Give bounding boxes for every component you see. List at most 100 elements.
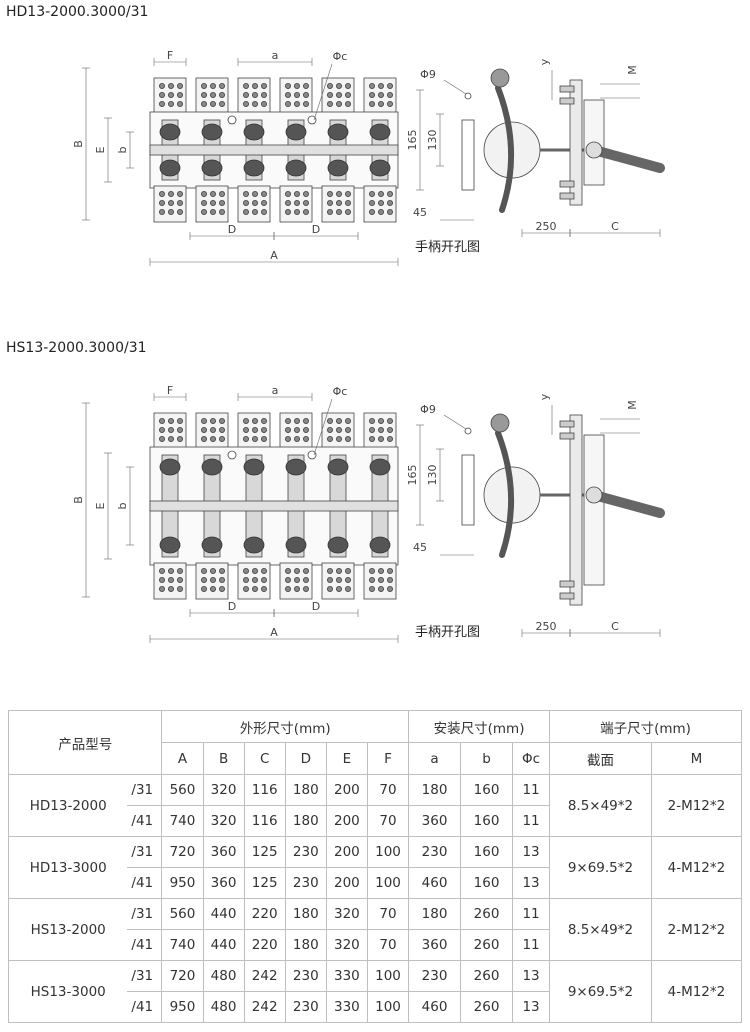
value-cell: 116: [243, 805, 286, 837]
terminal-hole: [176, 83, 183, 90]
terminal-section: 8.5×49*2: [549, 774, 652, 837]
dim-C: C: [611, 620, 619, 633]
terminal-hole: [377, 199, 384, 206]
terminal-hole: [302, 576, 309, 583]
value-cell: 70: [366, 774, 410, 806]
value-cell: 360: [202, 867, 245, 899]
terminal-hole: [326, 92, 333, 99]
terminal-side: [559, 180, 575, 188]
terminal-hole: [251, 567, 258, 574]
handle-pivot: [585, 486, 603, 504]
terminal-hole: [293, 199, 300, 206]
terminal-hole: [368, 585, 375, 592]
value-cell: 360: [408, 929, 462, 961]
dim-M: M: [626, 65, 639, 75]
value-cell: 100: [366, 867, 410, 899]
value-cell: 160: [460, 805, 514, 837]
terminal-hole: [158, 585, 165, 592]
terminal-hole: [344, 199, 351, 206]
handle-lever: [495, 430, 515, 558]
value-cell: 180: [408, 774, 462, 806]
terminal-hole: [344, 208, 351, 215]
value-cell: 180: [284, 898, 327, 930]
value-cell: 740: [161, 929, 204, 961]
mounting-hole: [227, 450, 237, 460]
dim-phic: Φc: [333, 385, 348, 398]
dim-D: D: [312, 600, 320, 613]
terminal-hole: [209, 92, 216, 99]
terminal-hole: [377, 427, 384, 434]
terminal-hole: [158, 576, 165, 583]
dim-F: F: [167, 384, 173, 397]
dim-165: 165: [406, 465, 419, 486]
terminal-hole: [386, 101, 393, 108]
terminal-hole: [302, 199, 309, 206]
terminal-hole: [302, 418, 309, 425]
terminal-hole: [242, 92, 249, 99]
terminal-hole: [344, 427, 351, 434]
terminal-hole: [242, 567, 249, 574]
dim-b: b: [116, 502, 129, 509]
terminal-hole: [167, 101, 174, 108]
terminal-hole: [167, 190, 174, 197]
value-cell: 70: [366, 805, 410, 837]
operating-shaft: [149, 144, 399, 156]
terminal-hole: [386, 92, 393, 99]
model-suffix: /41: [127, 867, 163, 899]
terminal-hole: [326, 199, 333, 206]
terminal-hole: [335, 585, 342, 592]
terminal-hole: [176, 190, 183, 197]
model-name: HS13-3000: [8, 960, 128, 1023]
terminal-section: 8.5×49*2: [549, 898, 652, 961]
terminal-hole: [326, 418, 333, 425]
terminal-hole: [242, 418, 249, 425]
value-cell: 200: [325, 867, 368, 899]
terminal-hole: [377, 436, 384, 443]
terminal-hole: [176, 101, 183, 108]
terminal-hole: [293, 101, 300, 108]
terminal-hole: [209, 83, 216, 90]
contact-clamp: [243, 123, 265, 141]
terminal-hole: [344, 418, 351, 425]
terminal-hole: [302, 436, 309, 443]
dim-E: E: [94, 502, 107, 509]
value-cell: 180: [284, 929, 327, 961]
contact-clamp: [369, 458, 391, 476]
terminal-hole: [176, 92, 183, 99]
col-header: C: [243, 742, 286, 775]
terminal-hole: [284, 427, 291, 434]
terminal-hole: [284, 101, 291, 108]
dim-130: 130: [426, 130, 439, 151]
terminal-hole: [218, 418, 225, 425]
value-cell: 13: [512, 991, 551, 1023]
terminal-hole: [326, 190, 333, 197]
col-header: Φc: [512, 742, 551, 775]
dim-phi9: Φ9: [420, 68, 436, 81]
terminal-hole: [209, 427, 216, 434]
dim-a: a: [272, 49, 279, 62]
terminal-hole: [260, 576, 267, 583]
model-suffix: /31: [127, 774, 163, 806]
terminal-hole: [200, 199, 207, 206]
contact-clamp: [285, 123, 307, 141]
col-header: M: [650, 742, 743, 775]
terminal-hole: [284, 83, 291, 90]
terminal-hole: [386, 83, 393, 90]
dim-b: b: [116, 146, 129, 153]
terminal-hole: [293, 436, 300, 443]
handle-hole-caption-hs13: 手柄开孔图: [415, 625, 481, 640]
terminal-hole: [251, 83, 258, 90]
value-cell: 13: [512, 960, 551, 992]
terminal-hole: [377, 190, 384, 197]
terminal-hole: [167, 576, 174, 583]
terminal-hole: [158, 190, 165, 197]
model-name: HD13-2000: [8, 774, 128, 837]
terminal-hole: [386, 567, 393, 574]
terminal-hole: [167, 585, 174, 592]
contact-clamp: [327, 123, 349, 141]
value-cell: 480: [202, 960, 245, 992]
terminal-hole: [200, 576, 207, 583]
